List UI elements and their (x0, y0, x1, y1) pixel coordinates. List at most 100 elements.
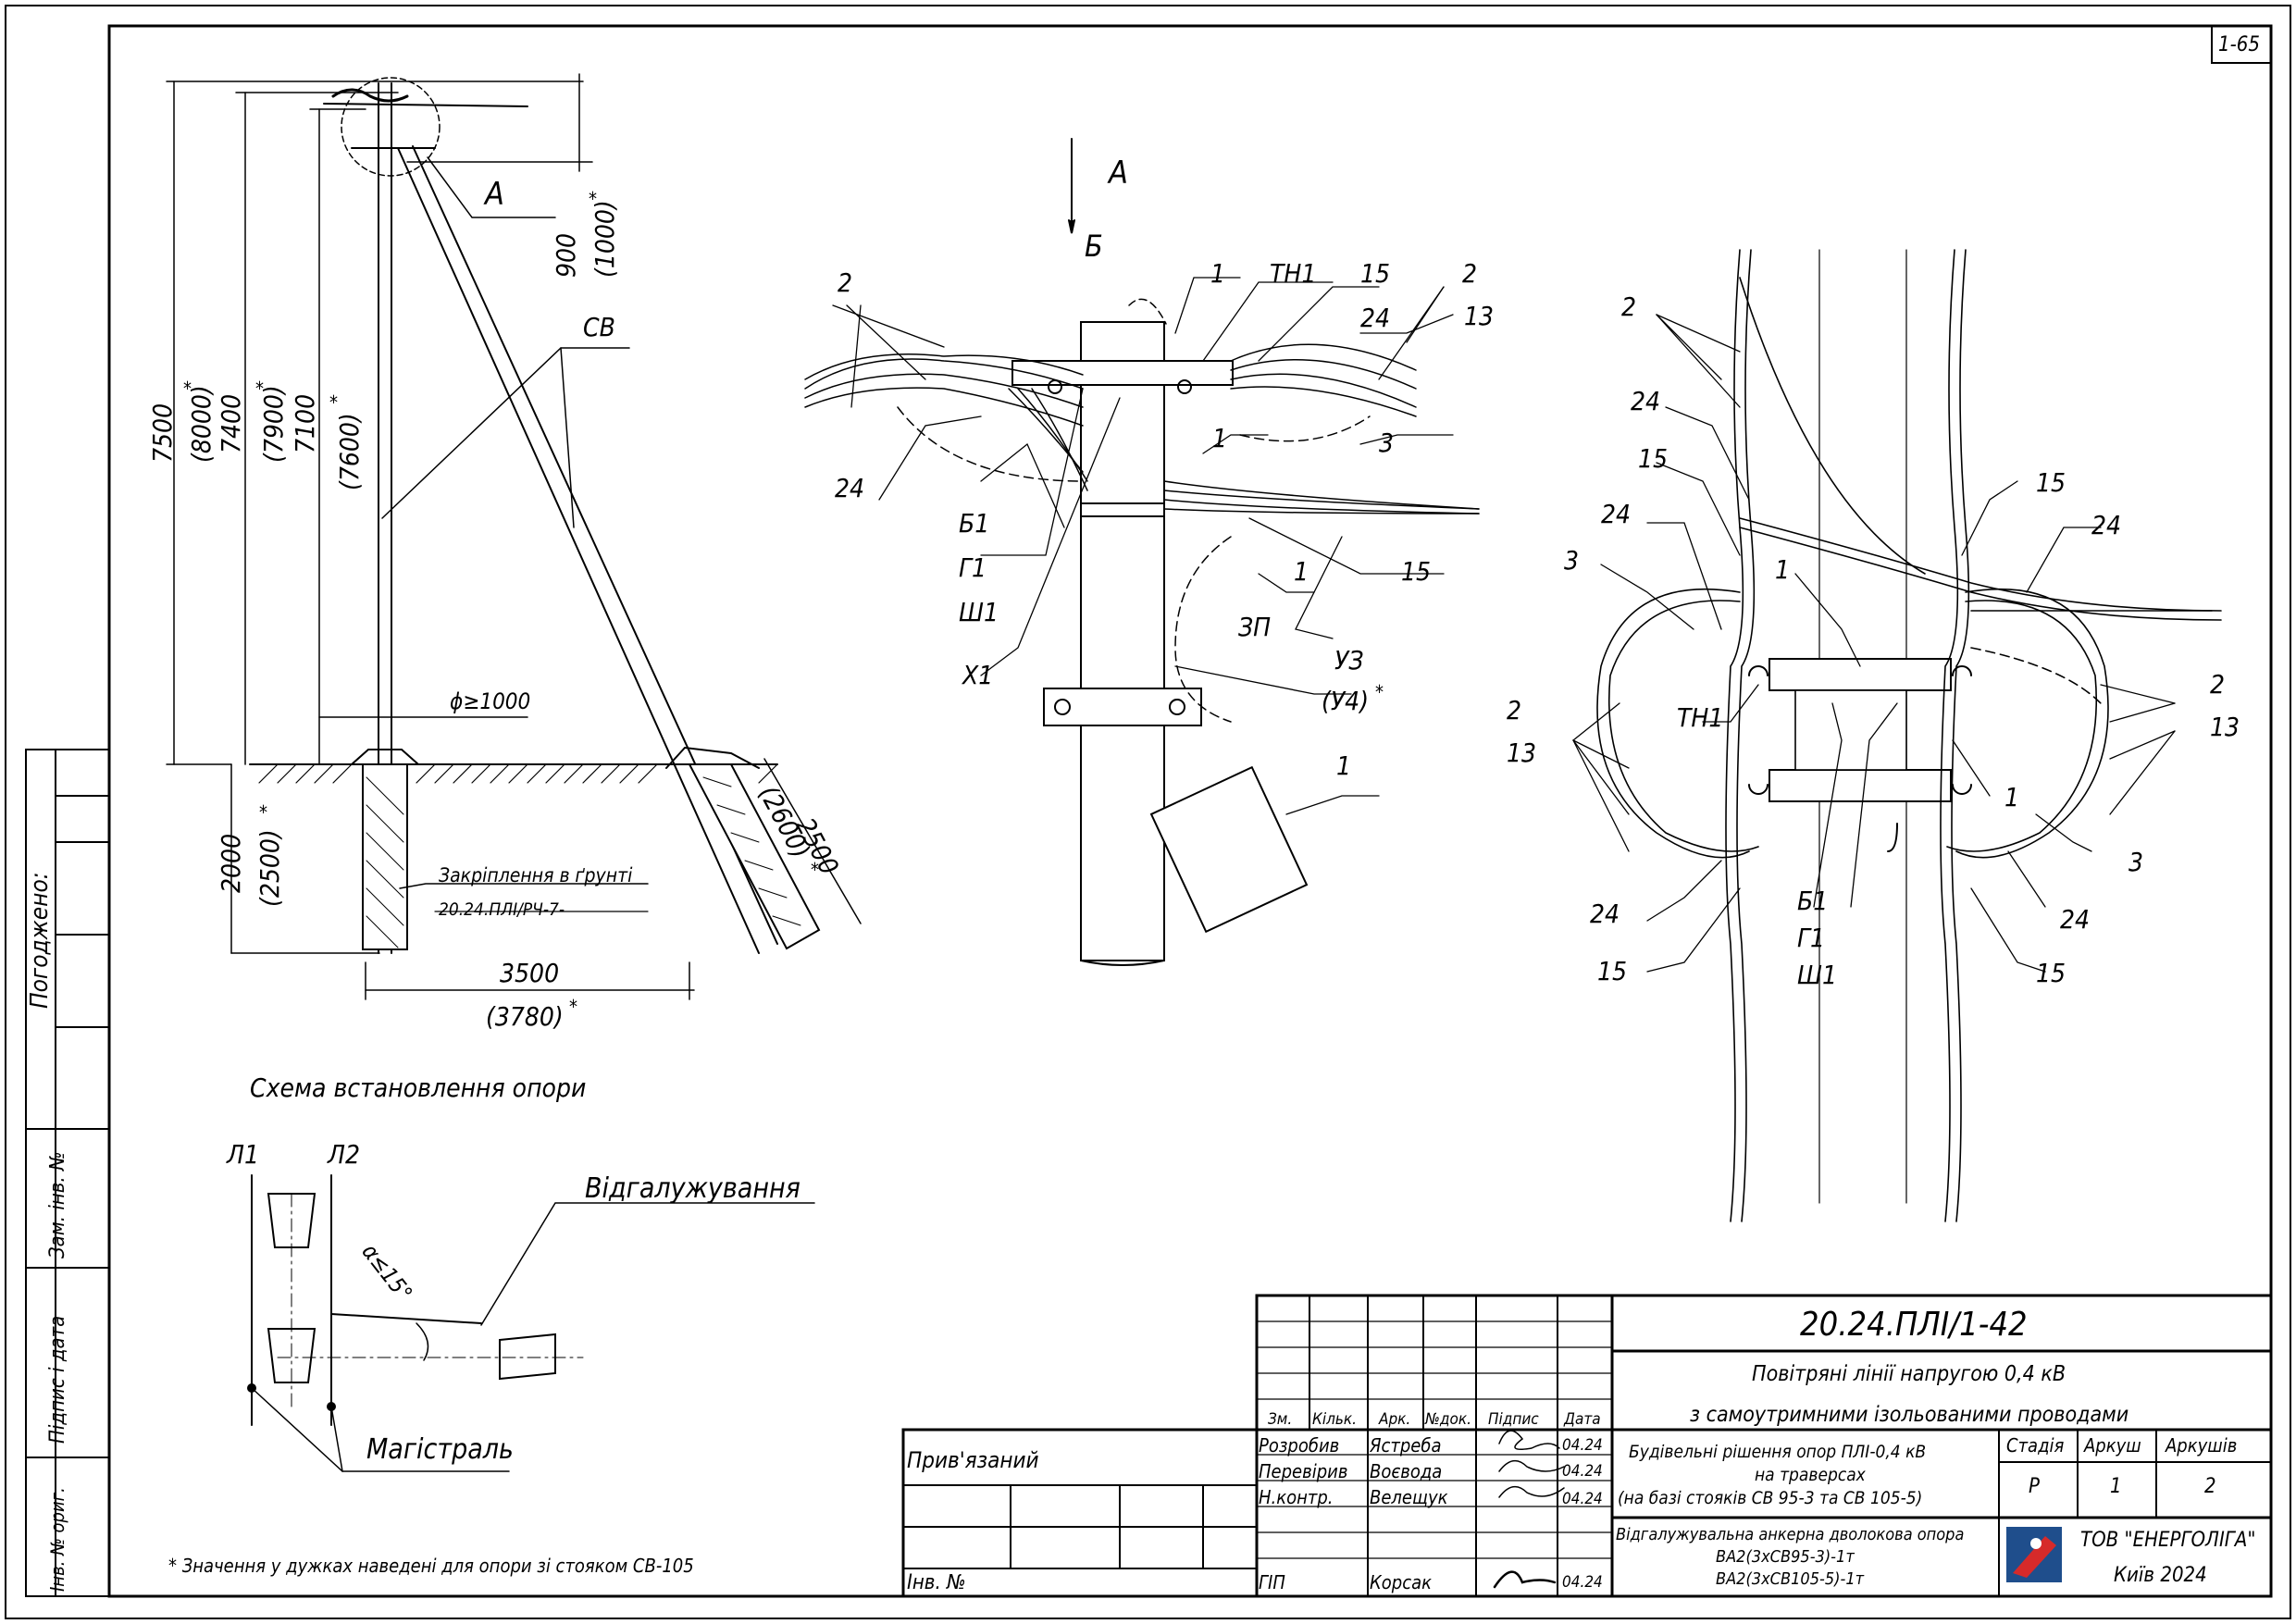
stage-header: Стадія (2006, 1434, 2065, 1457)
view-B-leaders (1572, 314, 2176, 973)
view-A-arrow-label: Б (1085, 229, 1103, 264)
row-date: 04.24 (1562, 1462, 1603, 1481)
dim-1000: (1000) (590, 200, 620, 278)
sheet-code: 1-65 (2218, 33, 2260, 56)
sheet-line-3: ВА2(3хСВ105-5)-1т (1716, 1569, 1865, 1589)
view-A-label: 1 (1210, 258, 1226, 289)
dim-900: 900 (551, 232, 581, 278)
box-UZ (1149, 765, 1309, 934)
branch-L2: Л2 (328, 1139, 360, 1170)
col-header: Кільк. (1312, 1410, 1357, 1429)
view-A-label: 2 (838, 267, 853, 298)
col-header: Арк. (1379, 1410, 1411, 1429)
sheet-line-1: Відгалужувальна анкерна дволокова опора (1616, 1525, 1965, 1544)
row-name: Корсак (1370, 1571, 1432, 1593)
dim-7600: (7600) (334, 413, 365, 490)
dim-2000: 2000 (216, 833, 246, 893)
view-B-label: 13 (1507, 738, 1537, 768)
view-A (804, 138, 1480, 966)
pole-elevation (249, 77, 821, 954)
sheet-code-box (2211, 25, 2272, 64)
row-date: 04.24 (1562, 1436, 1603, 1455)
dim-7900: (7900) (258, 385, 289, 463)
section-line-1: Будівельні рішення опор ПЛІ-0,4 кВ (1629, 1442, 1927, 1462)
strut-foundation (665, 746, 760, 769)
star-4: * (589, 188, 597, 210)
traverse-top-B (1769, 658, 1952, 691)
view-B-label: 1 (2004, 782, 2020, 812)
view-B-label: 2 (1507, 695, 1522, 725)
sheet-header: Аркуш (2084, 1434, 2141, 1457)
view-A-label: 24 (1360, 303, 1391, 333)
star-8: * (1375, 681, 1384, 703)
pole-label: СВ (583, 312, 615, 342)
right-loop (1955, 589, 2109, 859)
view-A-label: 2 (1462, 258, 1478, 289)
view-B (1572, 249, 2222, 1222)
view-B-label: 13 (2210, 712, 2240, 742)
star-3: * (329, 391, 338, 414)
view-A-label: УЗ (1334, 645, 1364, 676)
row-date: 04.24 (1562, 1573, 1603, 1592)
dim-3500: 3500 (500, 958, 560, 988)
company-name: ТОВ "ЕНЕРГОЛІГА" (2080, 1529, 2256, 1552)
view-B-label: 3 (1564, 545, 1580, 576)
col-header: Підпис (1488, 1410, 1539, 1429)
view-B-label: Г1 (1797, 923, 1826, 953)
signature-1 (1498, 1430, 1560, 1450)
view-B-label: 3 (2128, 847, 2144, 877)
row-role: ГІП (1259, 1571, 1285, 1593)
view-A-leaders (832, 277, 1454, 815)
dim-2500a: (2500) (254, 829, 285, 907)
pole-view-A (1080, 321, 1165, 961)
signature-2 (1498, 1459, 1565, 1472)
view-B-label: Б1 (1797, 886, 1829, 916)
view-B-label: 24 (2091, 510, 2122, 540)
dim-7500: 7500 (147, 403, 178, 463)
view-B-label: 24 (2060, 904, 2091, 935)
callout-A-label: А (485, 176, 504, 213)
title-line-1: Повітряні лінії напругою 0,4 кВ (1752, 1362, 2066, 1386)
strip-agreed: Погоджено: (26, 872, 54, 1009)
sheets-value: 2 (2204, 1475, 2216, 1498)
wires-left (804, 353, 1088, 491)
dim-3780: (3780) (486, 1001, 564, 1032)
pole-foundation (351, 749, 419, 765)
view-B-label: 15 (1597, 956, 1628, 986)
star-6: * (569, 996, 577, 1018)
dim-7400: 7400 (216, 393, 246, 453)
title-block (901, 1294, 2273, 1598)
dim-7100: 7100 (290, 393, 320, 453)
row-name: Велещук (1370, 1486, 1448, 1508)
row-role: Розробив (1259, 1434, 1340, 1457)
branch-scheme (247, 1174, 815, 1472)
star-5: * (259, 801, 267, 824)
view-A-label: Ш1 (959, 597, 999, 627)
strut-pole (397, 147, 760, 954)
col-header: №док. (1425, 1410, 1471, 1429)
detail-A-circle (341, 77, 441, 177)
view-A-label: 15 (1360, 258, 1391, 289)
ground-hatch (258, 763, 778, 784)
view-A-label: 13 (1464, 301, 1495, 331)
view-A-label: 1 (1294, 556, 1309, 587)
view-A-title: А (1109, 155, 1128, 192)
view-B-label: ТН1 (1677, 702, 1724, 733)
stage-value: Р (2029, 1475, 2040, 1498)
view-A-label: Б1 (959, 508, 990, 539)
row-name: Ястреба (1370, 1434, 1442, 1457)
company-city: Київ 2024 (2114, 1564, 2207, 1587)
strip-zam: Зам. інв. № (46, 1151, 69, 1258)
view-B-label: 24 (1601, 499, 1632, 529)
star-2: * (255, 378, 264, 400)
elevation-dimensions (166, 73, 862, 1000)
schema-title: Схема встановлення опори (250, 1072, 587, 1103)
row-name: Воєвода (1370, 1460, 1443, 1482)
star-1: * (183, 378, 192, 400)
view-A-label: (У4) (1322, 686, 1370, 716)
view-A-label: ТН1 (1270, 258, 1317, 289)
footnote: * Значення у дужках наведені для опори з… (168, 1555, 694, 1577)
sheet-value: 1 (2110, 1475, 2122, 1498)
view-B-label: 2 (2210, 669, 2226, 700)
col-header: Зм. (1268, 1410, 1293, 1429)
